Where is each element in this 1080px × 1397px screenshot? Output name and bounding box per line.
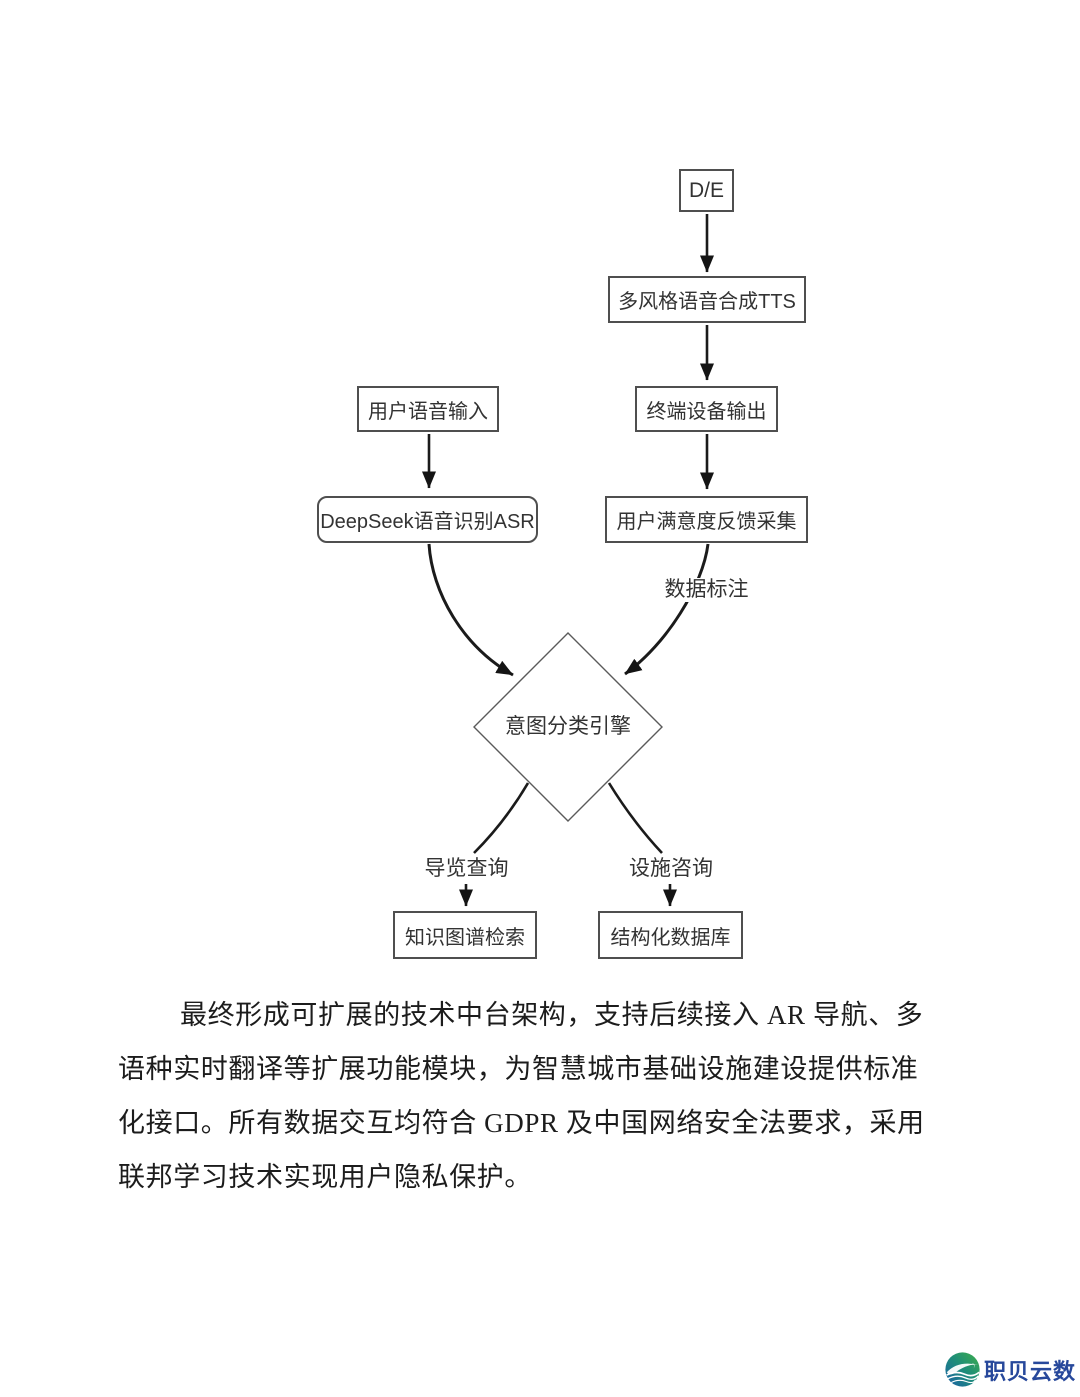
paragraph-line: 化接口。所有数据交互均符合 GDPR 及中国网络安全法要求，采用 [118,1108,925,1138]
paragraph-line: 联邦学习技术实现用户隐私保护。 [118,1162,532,1192]
footer-logo: 职贝云数 [944,1351,1076,1388]
edge-label-facility-query: 设施咨询 [624,857,718,881]
node-asr: DeepSeek语音识别ASR [317,496,538,543]
intent-diamond-shape [473,632,663,822]
node-intent-engine-label: 意图分类引擎 [505,715,631,738]
node-feedback: 用户满意度反馈采集 [605,496,808,543]
node-knowledge-graph: 知识图谱检索 [393,911,537,959]
node-tts: 多风格语音合成TTS [608,276,806,323]
body-paragraph: 最终形成可扩展的技术中台架构，支持后续接入 AR 导航、多 语种实时翻译等扩展功… [118,988,950,1204]
paragraph-line: 最终形成可扩展的技术中台架构，支持后续接入 AR 导航、多 [180,1000,924,1030]
node-de: D/E [679,169,734,212]
paragraph-line: 语种实时翻译等扩展功能模块，为智慧城市基础设施建设提供标准 [118,1054,919,1084]
edge-feedback-to-intent [624,543,710,676]
edge-label-nav-query: 导览查询 [420,857,513,881]
edge-intent-to-navquery [473,782,530,854]
node-terminal-output: 终端设备输出 [635,386,778,432]
edge-label-data-annotation: 数据标注 [660,578,753,602]
logo-wave-icon [944,1351,981,1388]
edge-asr-to-intent [427,543,514,677]
logo-text: 职贝云数 [984,1358,1077,1384]
edge-intent-to-facilityquery [607,782,663,854]
node-voice-input: 用户语音输入 [357,386,499,432]
node-structured-db: 结构化数据库 [598,911,743,959]
